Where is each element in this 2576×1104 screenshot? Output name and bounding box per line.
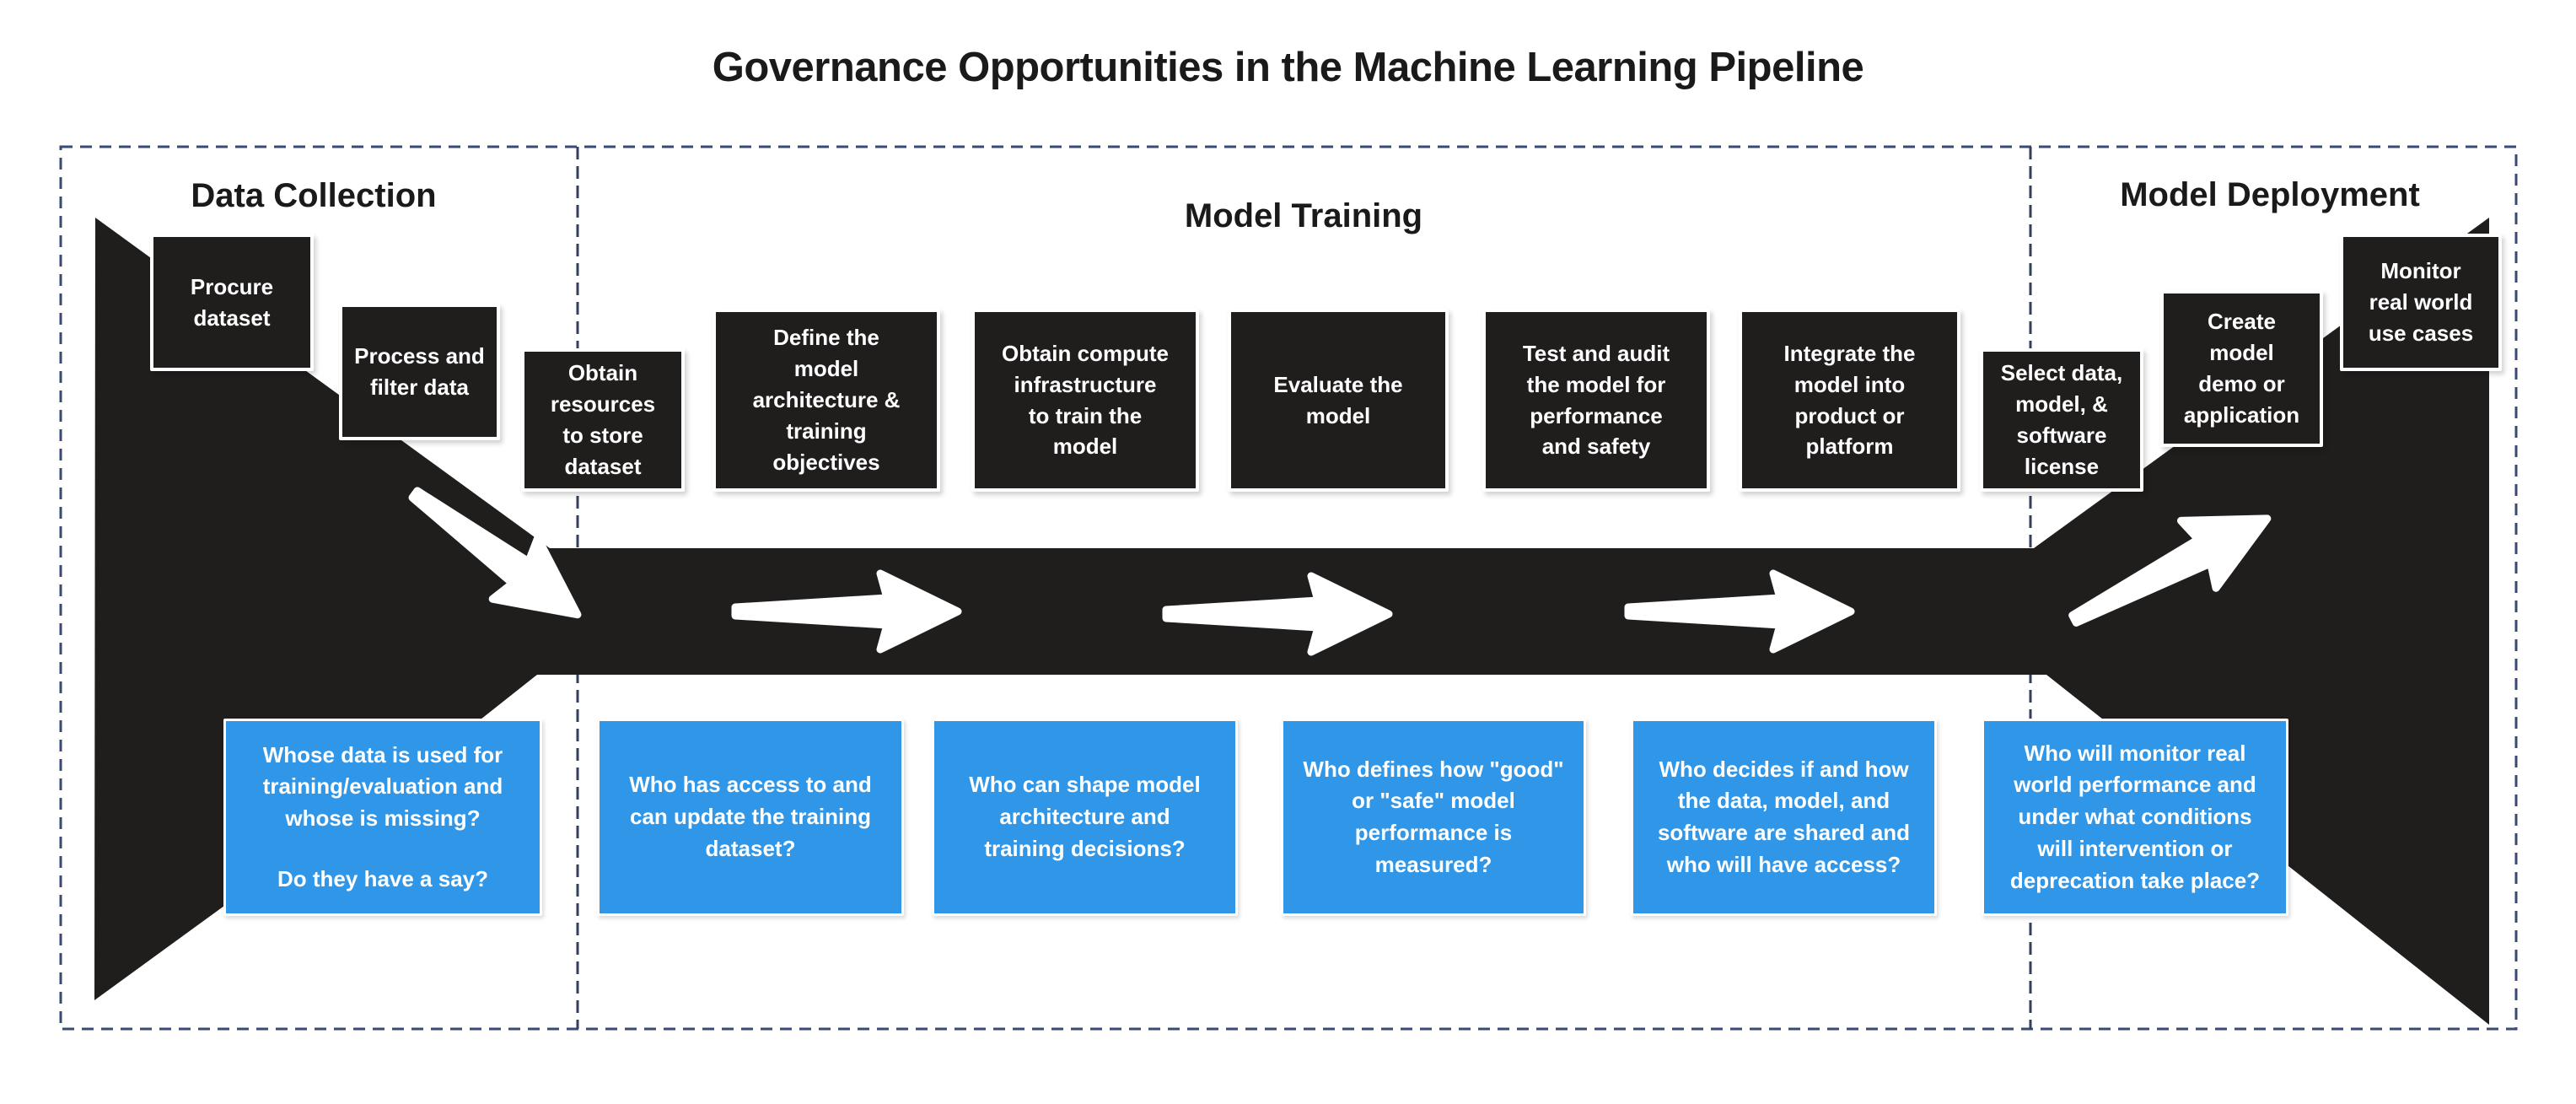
flow-arrow-right-icon bbox=[1162, 572, 1393, 656]
stage-box-create-demo: Create model demo or application bbox=[2160, 290, 2323, 447]
pipeline-frame-border bbox=[59, 145, 2518, 1031]
question-box-performance-definition: Who defines how "good" or "safe" model p… bbox=[1281, 719, 1586, 916]
question-text: Whose data is used for training/evaluati… bbox=[262, 741, 503, 831]
stage-box-monitor-use-cases: Monitor real world use cases bbox=[2340, 234, 2502, 371]
section-header-model-deployment: Model Deployment bbox=[2120, 176, 2420, 213]
flow-arrow-up-right-icon bbox=[2068, 514, 2272, 627]
question-box-whose-data: Whose data is used for training/evaluati… bbox=[223, 719, 542, 916]
question-box-monitoring-deprecation: Who will monitor real world performance … bbox=[1982, 719, 2288, 916]
flow-arrow-right-icon bbox=[731, 569, 962, 654]
stage-box-obtain-compute: Obtain compute infrastructure to train t… bbox=[971, 309, 1199, 492]
question-box-sharing-decisions: Who decides if and how the data, model, … bbox=[1631, 719, 1937, 916]
diagram-title: Governance Opportunities in the Machine … bbox=[712, 45, 1864, 90]
stage-box-select-license: Select data, model, & software license bbox=[1980, 348, 2143, 492]
section-header-data-collection: Data Collection bbox=[191, 177, 437, 214]
question-text-secondary: Do they have a say? bbox=[277, 865, 488, 891]
stage-box-procure-dataset: Procure dataset bbox=[150, 234, 314, 371]
stage-box-process-filter-data: Process and filter data bbox=[339, 304, 500, 440]
flow-arrow-right-icon bbox=[1624, 569, 1855, 654]
flow-arrow-down-right-icon bbox=[408, 487, 582, 619]
stage-box-test-audit-model: Test and audit the model for performance… bbox=[1482, 309, 1710, 492]
section-header-model-training: Model Training bbox=[1184, 197, 1423, 234]
stage-box-define-architecture: Define the model architecture & training… bbox=[713, 309, 940, 492]
question-box-shape-architecture: Who can shape model architecture and tra… bbox=[932, 719, 1238, 916]
stage-box-integrate-model: Integrate the model into product or plat… bbox=[1739, 309, 1960, 492]
stage-box-evaluate-model: Evaluate the model bbox=[1228, 309, 1449, 492]
stage-box-obtain-storage-resources: Obtain resources to store dataset bbox=[521, 348, 685, 492]
question-box-dataset-access: Who has access to and can update the tra… bbox=[597, 719, 904, 916]
